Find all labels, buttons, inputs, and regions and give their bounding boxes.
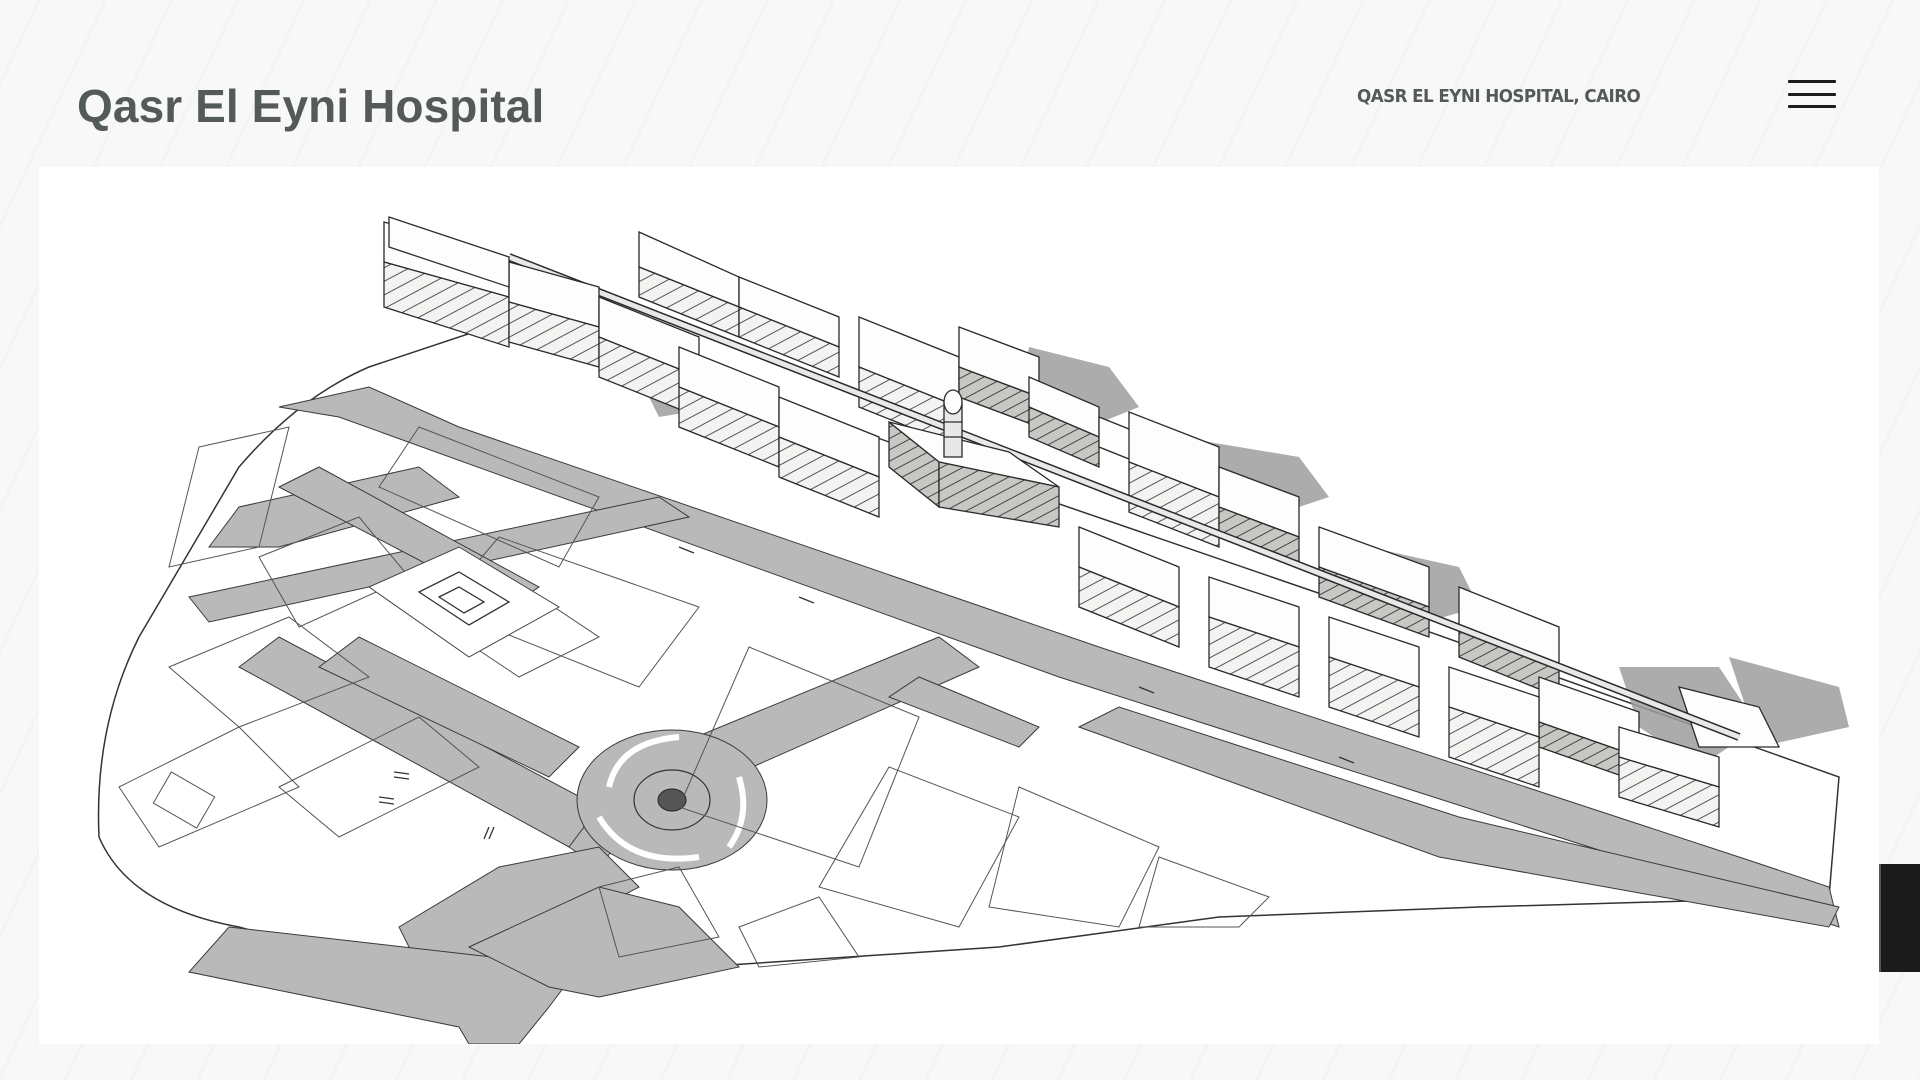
hamburger-menu-icon-bar	[1788, 105, 1836, 108]
west-block	[388, 216, 510, 288]
road-markings	[378, 546, 1355, 840]
project-label: QASR EL EYNI HOSPITAL, CAIRO	[1357, 86, 1641, 107]
side-panel-tab[interactable]	[1879, 864, 1920, 972]
menu-button[interactable]	[1784, 72, 1840, 116]
roundabout	[596, 734, 747, 862]
roads	[188, 386, 1840, 1044]
site-header: Qasr El Eyni Hospital QASR EL EYNI HOSPI…	[0, 0, 1920, 167]
ground-plots	[118, 426, 1270, 968]
hamburger-menu-icon-bar	[1788, 93, 1836, 96]
central-garden	[367, 546, 560, 658]
hero-image	[39, 167, 1879, 1044]
north-ward-blocks	[383, 221, 1781, 783]
hamburger-menu-icon	[1788, 80, 1836, 83]
site-title[interactable]: Qasr El Eyni Hospital	[77, 80, 545, 132]
historic-main-building	[888, 389, 1060, 528]
south-ward-blocks	[508, 261, 1720, 828]
site-plan-drawing	[97, 216, 1849, 1044]
